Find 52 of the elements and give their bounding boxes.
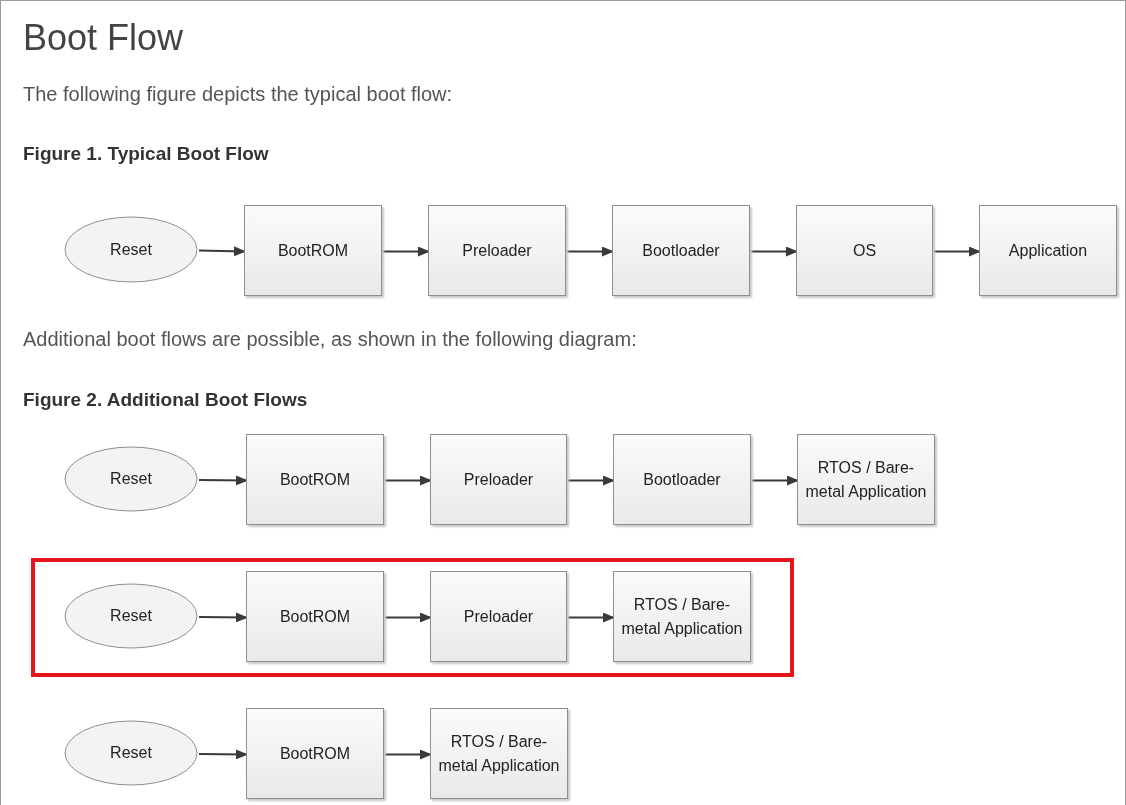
node-label: Preloader — [462, 606, 535, 627]
process-box — [430, 434, 567, 525]
process-box — [979, 205, 1117, 296]
process-box — [612, 205, 750, 296]
arrow — [384, 749, 432, 760]
node-label: BootROM — [278, 469, 352, 490]
arrow — [566, 246, 614, 257]
arrow — [751, 475, 799, 486]
arrow — [198, 246, 246, 257]
process-box — [613, 571, 751, 662]
arrow — [382, 246, 430, 257]
arrow — [198, 475, 248, 486]
node-label: BootROM — [278, 606, 352, 627]
process-box — [246, 708, 384, 799]
node-label: Reset — [109, 606, 153, 626]
node-label: OS — [851, 240, 878, 261]
node-label: Bootloader — [641, 240, 721, 261]
process-box — [246, 571, 384, 662]
arrow — [567, 612, 615, 623]
process-box — [246, 434, 384, 525]
arrow — [384, 475, 432, 486]
node-label: Reset — [109, 469, 153, 489]
node-label: Preloader — [461, 240, 533, 261]
node-label: RTOS / Bare-metal Application — [804, 457, 928, 502]
arrow — [198, 612, 248, 623]
node-label: Preloader — [462, 469, 535, 490]
intro-text: Additional boot flows are possible, as shown in the following diagram: — [23, 328, 637, 351]
node-label: Application — [1007, 240, 1089, 261]
highlight-frame — [31, 558, 794, 677]
node-label: BootROM — [276, 240, 350, 261]
node-label: RTOS / Bare-metal Application — [620, 594, 744, 639]
process-box — [244, 205, 382, 296]
arrow — [750, 246, 798, 257]
figure-caption: Figure 1. Typical Boot Flow — [23, 143, 269, 165]
arrow — [567, 475, 615, 486]
process-box — [430, 571, 567, 662]
arrow — [384, 612, 432, 623]
node-label: Reset — [109, 743, 153, 763]
process-box — [796, 205, 933, 296]
intro-text: The following figure depicts the typical boot flow: — [23, 83, 453, 106]
node-label: Reset — [109, 239, 153, 260]
node-label: RTOS / Bare-metal Application — [437, 731, 561, 776]
process-box — [613, 434, 751, 525]
process-box — [428, 205, 566, 296]
figure-caption: Figure 2. Additional Boot Flows — [23, 389, 308, 411]
node-label: BootROM — [278, 743, 352, 764]
arrow — [933, 246, 981, 257]
page-title: Boot Flow — [23, 17, 184, 59]
arrow — [198, 749, 248, 760]
process-box — [430, 708, 568, 799]
process-box — [797, 434, 935, 525]
node-label: Bootloader — [642, 469, 722, 490]
